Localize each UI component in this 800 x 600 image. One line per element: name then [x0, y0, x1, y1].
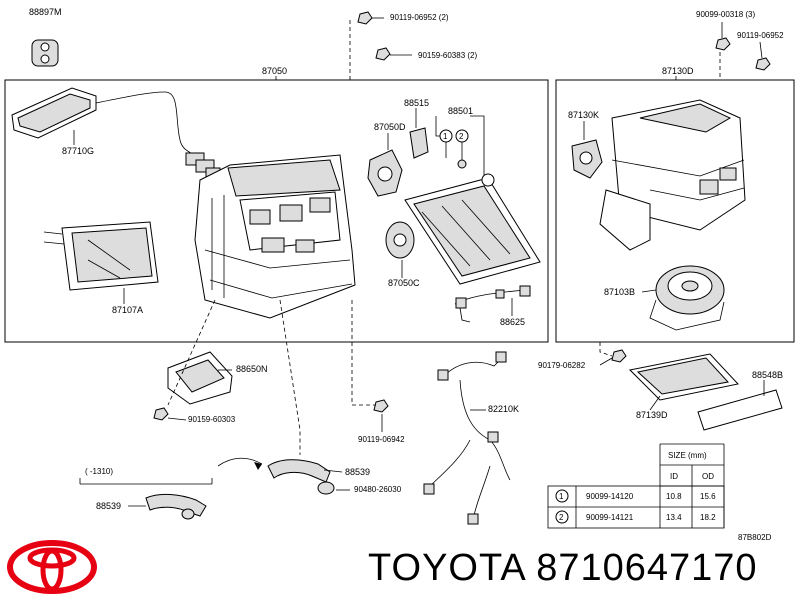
screw-90119-06952-right: [755, 57, 771, 71]
table-row-1-mark: 1: [559, 492, 564, 501]
drain-hose-88539-upper: [267, 459, 331, 483]
label-87050: 87050: [262, 66, 287, 76]
label-90480-26030: 90480-26030: [354, 485, 402, 494]
blower-motor-87103B: [649, 265, 725, 331]
brand-name: TOYOTA: [368, 547, 525, 589]
filter-cover-88548B: [697, 389, 783, 431]
table-row-1-od: 15.6: [700, 492, 716, 501]
nut-90159-60383: [375, 47, 412, 61]
sensor-88515: [409, 127, 429, 159]
label-90099-00318-3: 90099-00318 (3): [696, 10, 755, 19]
callout-2-text: 2: [459, 132, 464, 141]
wire-88625: [454, 285, 531, 323]
leader-90119-06942: [351, 300, 376, 406]
table-row-2-mark: 2: [559, 513, 564, 522]
screw-90099-00318: [715, 37, 731, 51]
label-87107A: 87107A: [112, 305, 143, 315]
actuator-87130K: [571, 139, 603, 179]
size-table-col-od: OD: [702, 472, 714, 481]
table-row-2-part: 90099-14121: [586, 513, 634, 522]
size-table-header: SIZE (mm): [668, 451, 707, 460]
table-row-1-id: 10.8: [666, 492, 682, 501]
leader-88650N: [167, 299, 216, 406]
screw-90119-06942: [373, 399, 389, 413]
group-box-87050: [4, 79, 549, 343]
amplifier-88650N: [167, 351, 233, 405]
size-table: [547, 443, 725, 529]
hvac-housing-87050: [194, 154, 356, 319]
label-88548B: 88548B: [752, 370, 783, 380]
leader-90179-06282: [599, 342, 613, 357]
arrow-head: [254, 462, 262, 470]
label-90119-06952-2: 90119-06952 (2): [390, 13, 449, 22]
diagram-ref-code: 87B802D: [738, 533, 772, 542]
table-row-1-part: 90099-14120: [586, 492, 634, 501]
table-row-2-id: 13.4: [666, 513, 682, 522]
label-88539-upper: 88539: [345, 467, 370, 477]
label-88539-lower: 88539: [96, 501, 121, 511]
label-90119-06942: 90119-06942: [358, 435, 405, 444]
callout-1-text: 1: [443, 132, 448, 141]
label-90179-06282: 90179-06282: [538, 361, 586, 370]
size-table-col-id: ID: [670, 472, 678, 481]
label-87710G: 87710G: [62, 146, 94, 156]
label-87130K: 87130K: [568, 110, 599, 120]
label-90159-60303: 90159-60303: [188, 415, 236, 424]
label-90119-06952-right: 90119-06952: [737, 31, 784, 40]
label-88515: 88515: [404, 98, 429, 108]
label-87050D: 87050D: [374, 122, 406, 132]
screw-90119-06952: [357, 11, 384, 25]
label-87139D: 87139D: [636, 410, 668, 420]
bracket-1310: [79, 478, 213, 485]
label-87103B: 87103B: [604, 287, 635, 297]
table-row-2-od: 18.2: [700, 513, 716, 522]
leader-88539: [279, 299, 301, 455]
part-number: 8710647170: [536, 547, 758, 589]
nut-90179-06282: [611, 349, 627, 363]
clamp-90480-26030: [317, 481, 335, 495]
toyota-logo-icon: [7, 540, 97, 594]
table-row-1-callout: [555, 489, 569, 503]
label-90159-60383-2: 90159-60383 (2): [418, 51, 477, 60]
evaporator-88501: [404, 173, 541, 285]
group-box-87130D: [555, 79, 795, 343]
heater-core-87107A: [43, 221, 159, 291]
actuator-87050D: [367, 149, 403, 197]
blower-case-87130D: [599, 99, 746, 251]
filter-87139D: [628, 353, 739, 401]
duct-87710G: [11, 87, 221, 179]
label-82210K: 82210K: [488, 404, 519, 414]
nut-90159-60303: [153, 407, 169, 421]
label-87050C: 87050C: [388, 278, 420, 288]
label-88625: 88625: [500, 317, 525, 327]
drain-hose-88539-lower: [145, 493, 207, 520]
footer-brand-line: TOYOTA 8710647170: [368, 548, 758, 588]
arrow-to-88539: [217, 457, 263, 467]
table-row-2-callout: [555, 510, 569, 524]
motor-87050C: [385, 221, 415, 259]
harness-82210K: [423, 351, 511, 525]
label-87130D: 87130D: [662, 66, 694, 76]
label-88501: 88501: [448, 106, 473, 116]
label-88897M: 88897M: [29, 7, 62, 17]
label-1310: ( -1310): [85, 467, 113, 476]
label-88650N: 88650N: [236, 364, 268, 374]
grommet-88897M: [31, 39, 59, 67]
